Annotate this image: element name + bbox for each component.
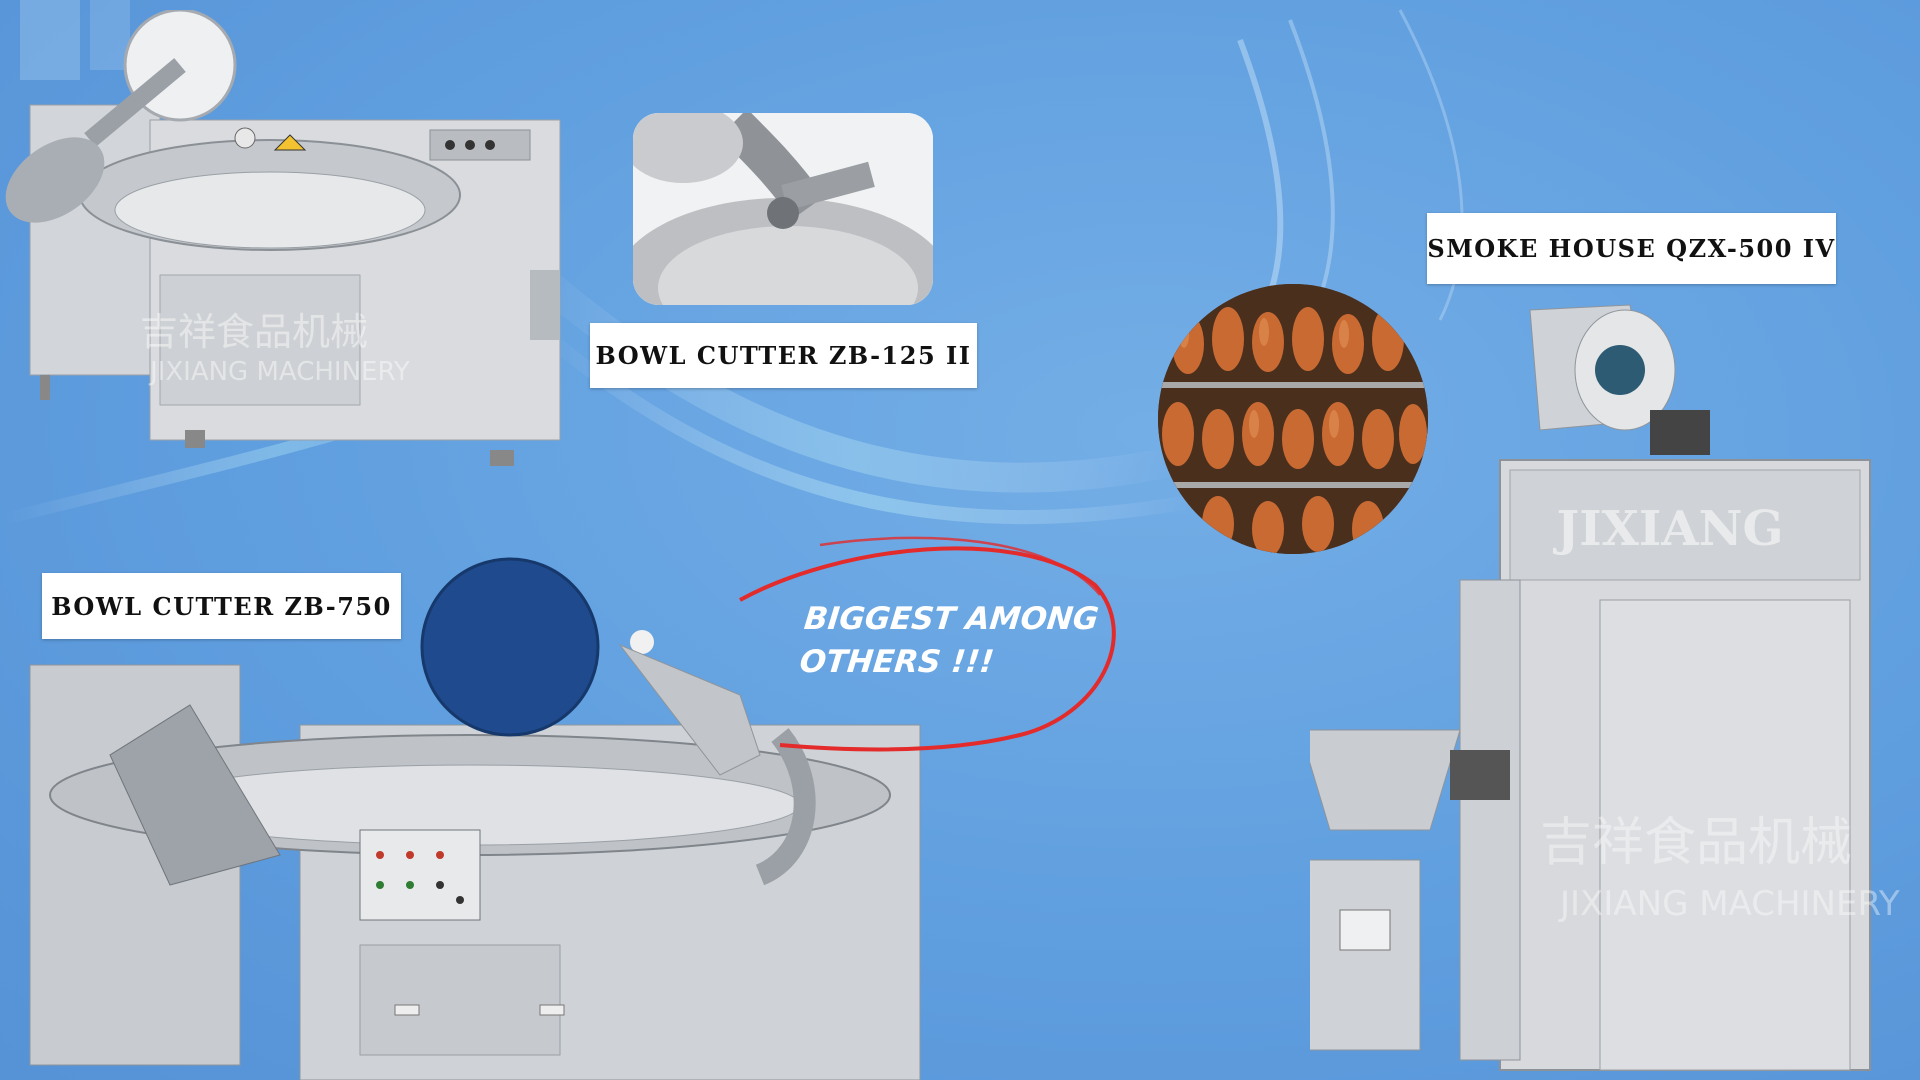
watermark-en-2: JIXIANG MACHINERY <box>1558 884 1900 924</box>
callout-text: BIGGEST AMONG OTHERS !!! <box>797 598 1100 684</box>
brand-plate: JIXIANG <box>1553 501 1784 557</box>
callout-line-2: OTHERS !!! <box>797 644 996 680</box>
smoke-house-qzx500-image: JIXIANG 吉祥食品机械 JIXIANG MACHINERY <box>1310 304 1900 1071</box>
bowl-cutter-zb750-image <box>29 557 921 1080</box>
watermark-zh: 吉祥食品机械 <box>140 310 368 354</box>
watermark-en: JIXIANG MACHINERY <box>148 357 410 387</box>
bowl-cutter-zb125-image: 吉祥食品机械 JIXIANG MACHINERY <box>5 10 561 466</box>
bowl-closeup-photo <box>633 113 933 305</box>
callout-ellipse <box>739 536 1116 752</box>
label-bowl-cutter-zb125: BOWL CUTTER ZB-125 II <box>590 323 977 388</box>
label-smoke-house: SMOKE HOUSE QZX-500 IV <box>1427 213 1836 284</box>
callout-line-1: BIGGEST AMONG <box>802 601 1101 637</box>
label-bowl-cutter-zb750: BOWL CUTTER ZB-750 <box>42 573 401 639</box>
watermark-zh-2: 吉祥食品机械 <box>1540 813 1852 873</box>
